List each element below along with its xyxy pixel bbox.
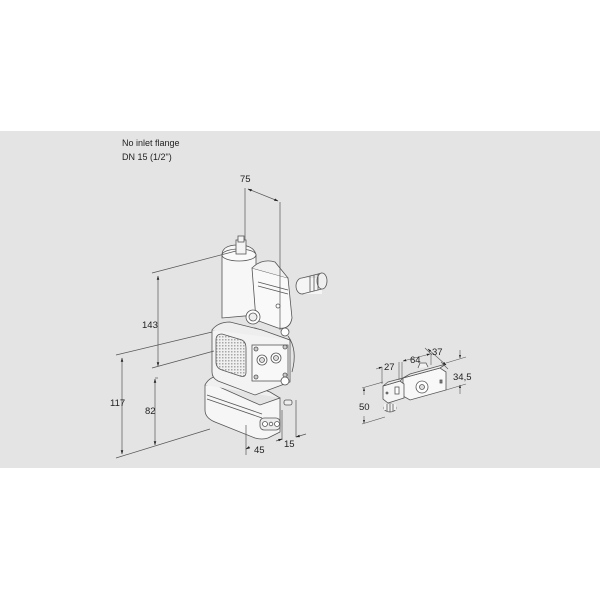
dim-27: 27	[384, 362, 395, 373]
main-dimension-labels: 75 143 117 82 45 15	[110, 174, 295, 456]
dim-64: 64	[410, 355, 421, 366]
dim-75: 75	[240, 174, 251, 185]
drawing-background-band	[0, 131, 600, 468]
connector-detail-assembly	[382, 362, 447, 413]
dim-15: 15	[284, 439, 295, 450]
dim-50: 50	[359, 402, 370, 413]
main-dimension-lines	[115, 188, 307, 459]
drawing-caption: No inlet flange DN 15 (1/2")	[122, 136, 180, 164]
dim-82: 82	[145, 406, 156, 417]
caption-dn-size: DN 15 (1/2")	[122, 152, 172, 162]
dim-117: 117	[110, 398, 125, 409]
dim-34-5: 34,5	[453, 372, 472, 383]
caption-flange: No inlet flange	[122, 138, 180, 148]
cable-gland	[295, 272, 328, 295]
detail-dimension-lines	[361, 347, 467, 425]
dim-143: 143	[142, 320, 158, 331]
main-valve-assembly	[204, 235, 328, 440]
dim-45: 45	[254, 445, 265, 456]
dim-37: 37	[432, 347, 443, 358]
detail-dimension-labels: 27 64 37 34,5 50	[359, 347, 472, 413]
